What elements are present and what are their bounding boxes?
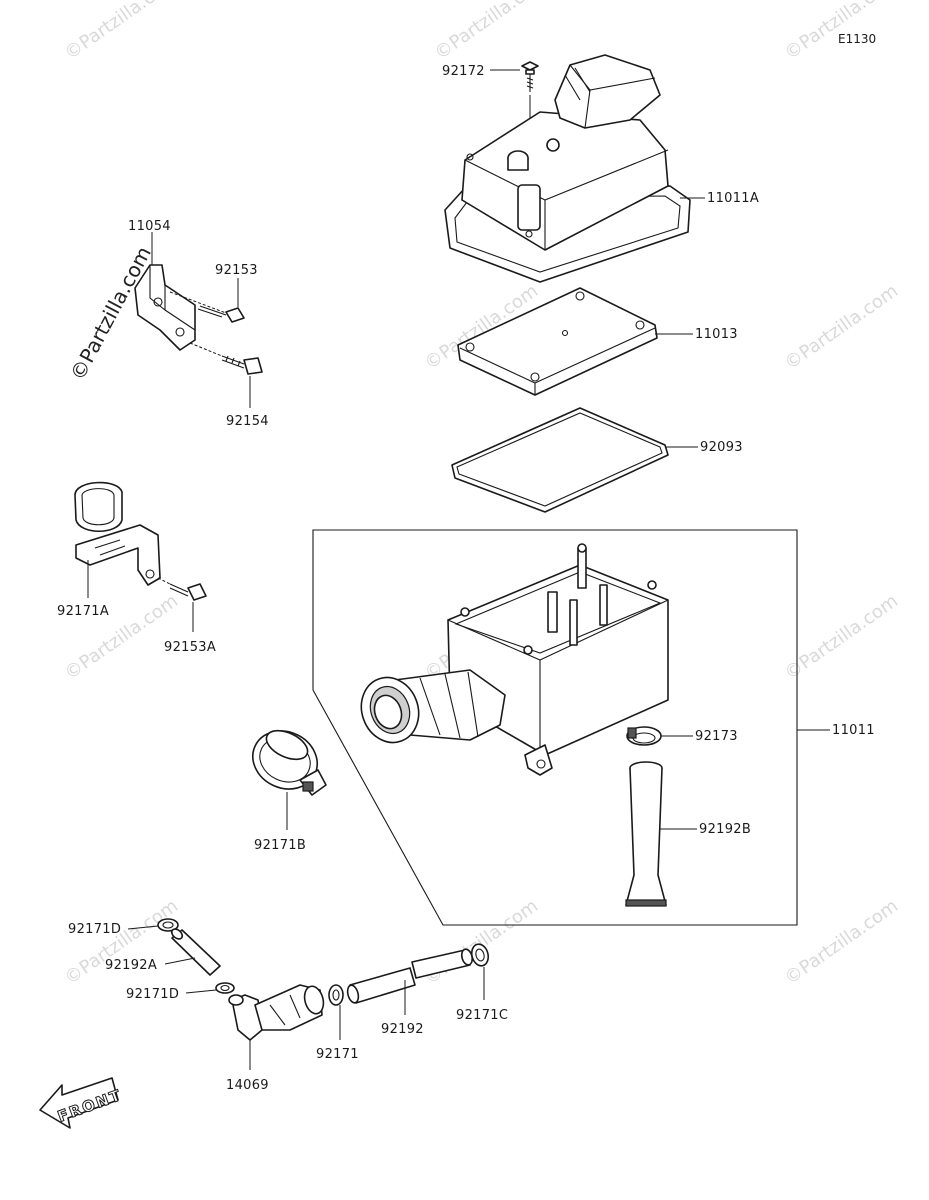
part-92171-clip[interactable] [328, 984, 344, 1006]
watermark: ©Partzilla.com [61, 896, 182, 990]
leader-92192A [164, 957, 196, 965]
label-92171C: 92171C [456, 1008, 508, 1023]
part-11013-plate[interactable] [457, 287, 658, 396]
label-92192B: 92192B [699, 822, 751, 837]
part-92154-bolt[interactable] [221, 355, 263, 375]
part-92153A-bolt[interactable] [169, 583, 207, 601]
label-92192: 92192 [381, 1022, 424, 1037]
part-92171D-clip-lower[interactable] [215, 982, 235, 994]
label-11054: 11054 [128, 219, 171, 234]
watermarks: ©Partzilla.com ©Partzilla.com ©Partzilla… [61, 0, 902, 989]
watermark: ©Partzilla.com [61, 0, 182, 64]
watermark: ©Partzilla.com [431, 0, 552, 64]
label-92154: 92154 [226, 414, 269, 429]
label-92173: 92173 [695, 729, 738, 744]
part-92192A-hose[interactable] [170, 927, 221, 976]
label-92171: 92171 [316, 1047, 359, 1062]
watermark: ©Partzilla.com [781, 281, 902, 375]
label-92171D-upper: 92171D [68, 922, 121, 937]
leader-92171D-upper [127, 925, 159, 930]
leader-92153A-axis [157, 577, 171, 585]
label-92093: 92093 [700, 440, 743, 455]
diagram-code: E1130 [838, 32, 876, 46]
label-92172: 92172 [442, 64, 485, 79]
part-92192-hose[interactable] [346, 948, 474, 1004]
front-arrow: FRONT [39, 1077, 125, 1129]
part-14069-fitting[interactable] [228, 984, 326, 1041]
label-92171D-lower: 92171D [126, 987, 179, 1002]
assembly-frame-11011 [312, 529, 798, 926]
label-92171B: 92171B [254, 838, 306, 853]
watermark: ©Partzilla.com [781, 896, 902, 990]
part-92093-gasket[interactable] [451, 407, 669, 513]
watermark: ©Partzilla.com [421, 896, 542, 990]
label-11011A: 11011A [707, 191, 759, 206]
part-11054-bracket[interactable] [134, 264, 196, 351]
label-92153: 92153 [215, 263, 258, 278]
label-14069: 14069 [226, 1078, 269, 1093]
part-92171C-clip[interactable] [469, 942, 490, 967]
part-92172-screw[interactable] [521, 61, 539, 92]
part-92192B-tube[interactable] [625, 761, 667, 907]
part-92171A-clamp[interactable] [74, 481, 161, 586]
part-92153-bolt[interactable] [197, 305, 245, 323]
label-92171A: 92171A [57, 604, 109, 619]
label-11013: 11013 [695, 327, 738, 342]
part-92171D-clip-upper[interactable] [157, 918, 179, 932]
leader-92171D-lower [185, 989, 217, 994]
label-92192A: 92192A [105, 958, 157, 973]
watermark: ©Partzilla.com [781, 591, 902, 685]
part-11011-case[interactable] [352, 543, 669, 776]
label-92153A: 92153A [164, 640, 216, 655]
label-11011: 11011 [832, 723, 875, 738]
part-92171B-clamp[interactable] [243, 721, 327, 800]
part-11011A-cover[interactable] [444, 54, 691, 283]
leader-92154-axis [189, 342, 223, 357]
part-92173-clip[interactable] [626, 726, 662, 746]
